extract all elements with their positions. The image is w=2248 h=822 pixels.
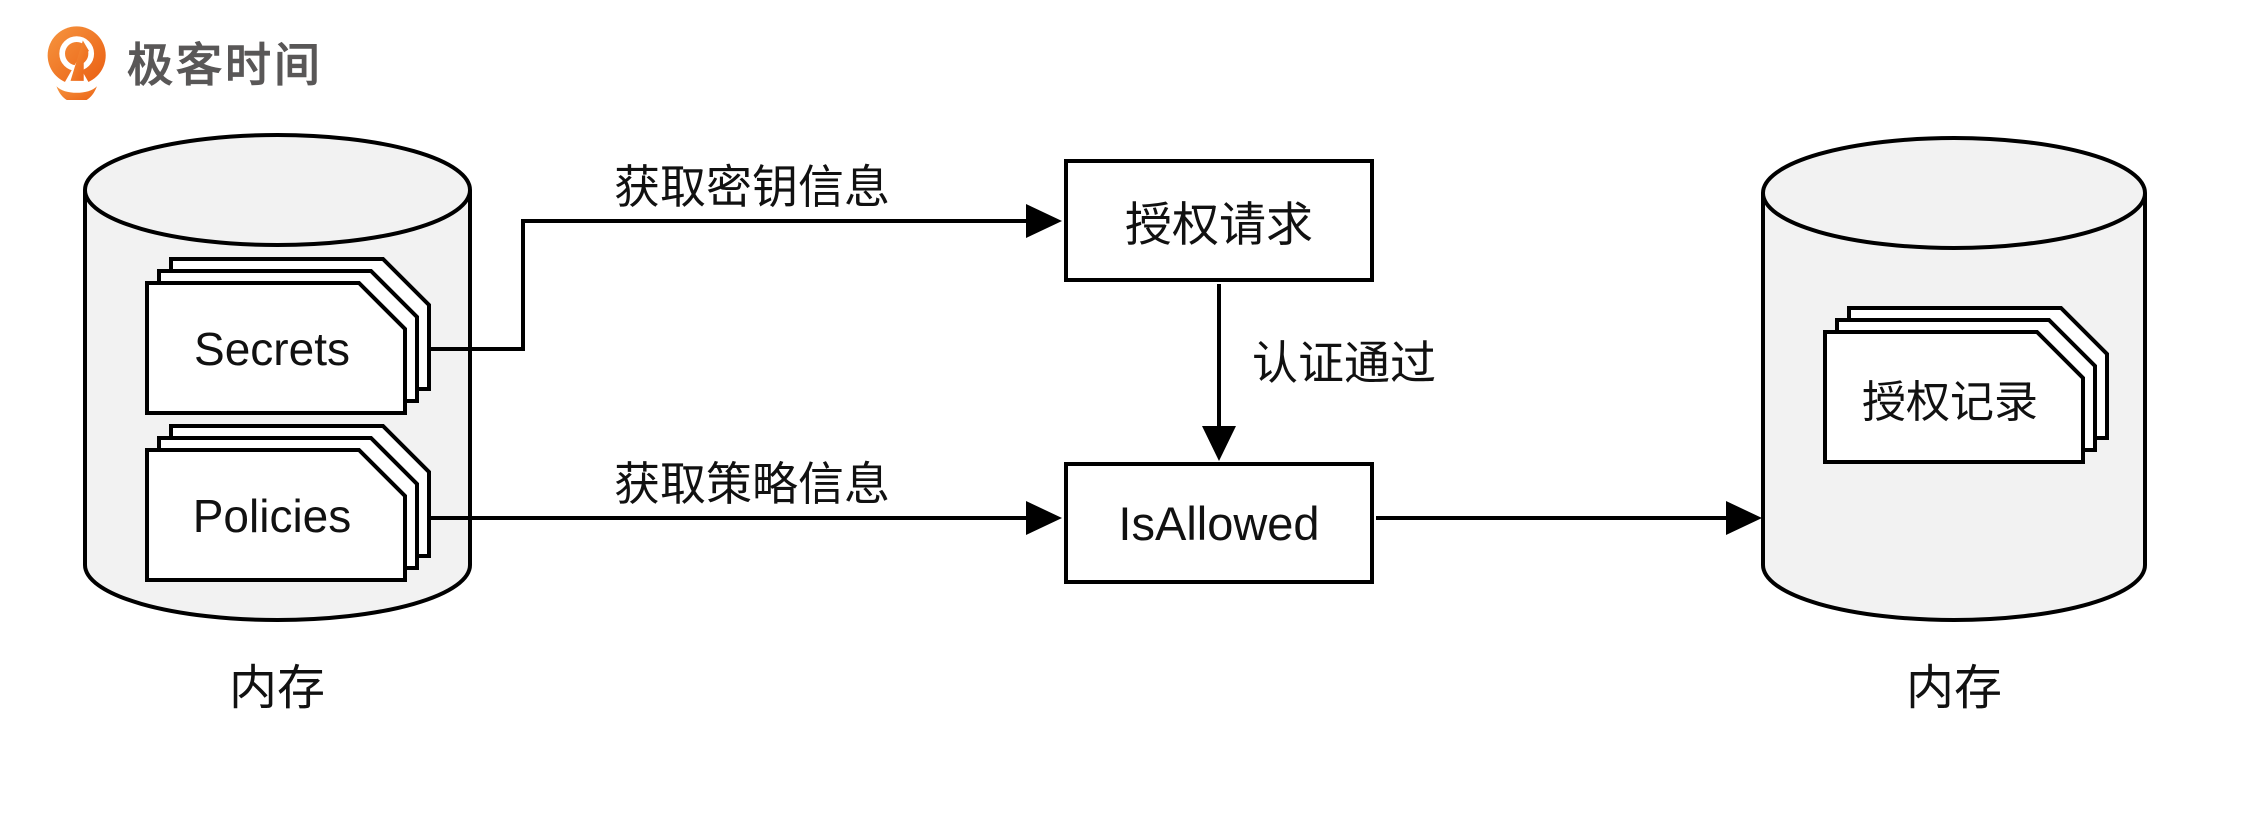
node-auth-request: 授权请求 [1064,159,1374,282]
policies-card-label: Policies [192,490,352,542]
geektime-logo: 极客时间 [45,24,323,100]
left-memory-cylinder [83,133,472,622]
edge-write-records [1376,501,1762,535]
right-memory-caption: 内存 [1905,662,2003,715]
brand-name: 极客时间 [127,39,323,91]
secrets-card-label: Secrets [194,323,350,375]
auth-records-card-label: 授权记录 [1862,378,2038,427]
edge-auth-passed [1202,284,1236,461]
edge-get-secret-info [429,204,1062,351]
edge-label-auth-passed: 认证通过 [1252,337,1436,389]
geektime-logo-icon [47,26,106,100]
edge-label-get-secret-info: 获取密钥信息 [614,161,890,213]
left-memory-caption: 内存 [228,662,326,715]
node-is-allowed: IsAllowed [1064,462,1374,584]
edge-label-get-policy-info: 获取策略信息 [614,458,890,510]
